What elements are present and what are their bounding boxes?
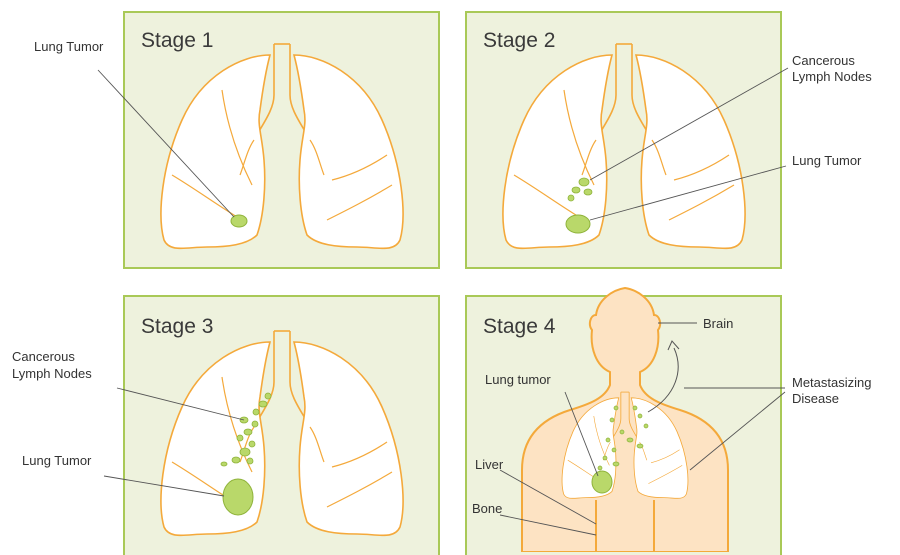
stage-4-body: [522, 288, 728, 552]
stage-2-tumor-label: Lung Tumor: [792, 152, 861, 169]
stage-4-brain-label: Brain: [703, 315, 733, 332]
stage-4-liver-label: Liver: [475, 456, 503, 473]
stage-4-tumor: [592, 471, 612, 493]
stage-4-tumor-label: Lung tumor: [485, 371, 551, 388]
stage-1-tumor-label: Lung Tumor: [34, 38, 103, 55]
stage-3-nodes-label-line1: Cancerous: [12, 348, 75, 365]
arrowhead-icon: [668, 341, 679, 350]
stage-4-meta-label-line1: Metastasizing: [792, 374, 871, 391]
stage-4-meta-label-line2: Disease: [792, 390, 839, 407]
stage-4-bone-label: Bone: [472, 500, 502, 517]
stage-3-lungs: [161, 331, 403, 535]
stage-3-tumor: [223, 479, 253, 515]
stage-3-tumor-label: Lung Tumor: [22, 452, 91, 469]
stage-2-tumor: [566, 215, 590, 233]
stage-3-nodes-label-line2: Lymph Nodes: [12, 365, 92, 382]
stage-1-lungs: [161, 44, 403, 248]
stage-2-lungs: [503, 44, 745, 248]
stage-2-nodes-label-line1: Cancerous: [792, 52, 855, 69]
stage-2-nodes-label-line2: Lymph Nodes: [792, 68, 872, 85]
